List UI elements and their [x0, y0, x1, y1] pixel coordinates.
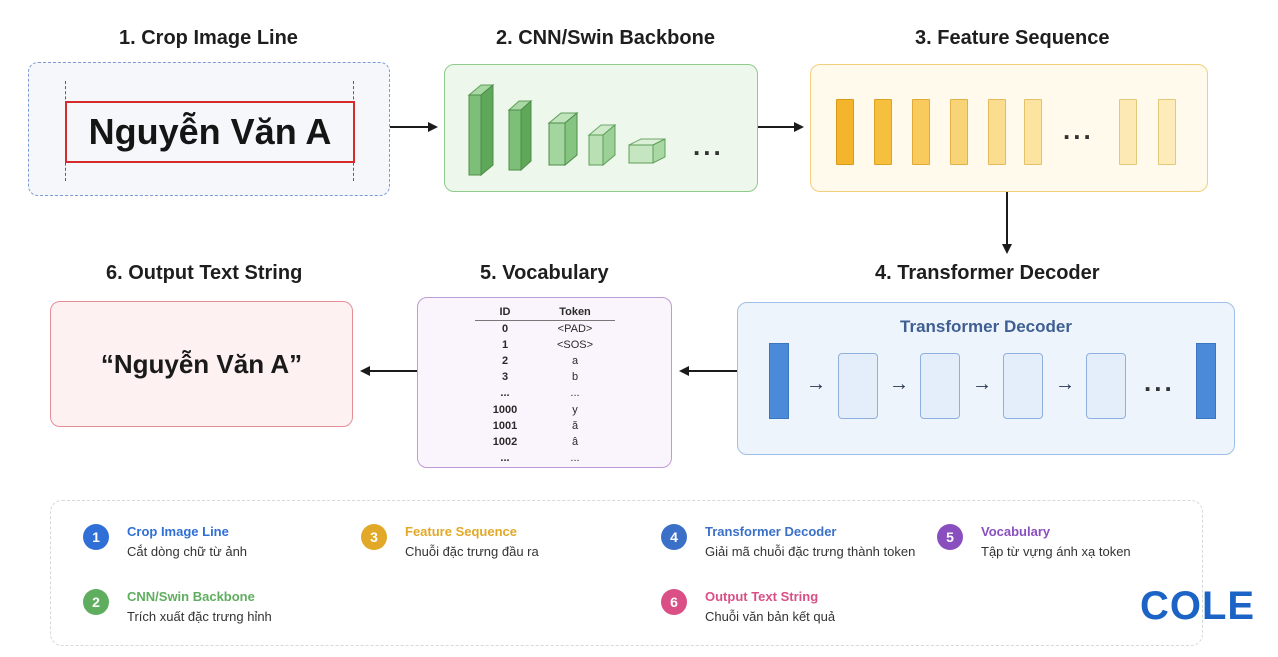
cnn-block-3: [547, 111, 579, 167]
table-row: 0 <PAD>: [475, 321, 615, 337]
stage-title-cnn: 2. CNN/Swin Backbone: [496, 27, 715, 49]
table-row: 1001 ă: [475, 418, 615, 434]
vocab-id: 3: [501, 371, 509, 384]
legend-panel: 1 Crop Image Line Cắt dòng chữ từ ảnh 2 …: [50, 500, 1203, 646]
crop-image-box: Nguyễn Văn A: [28, 62, 390, 196]
stage-title-decoder: 4. Transformer Decoder: [875, 262, 1100, 284]
legend-title: Transformer Decoder: [705, 524, 837, 539]
legend-number-badge: 1: [83, 524, 109, 550]
legend-description: Trích xuất đặc trưng hỉnh: [127, 609, 272, 624]
legend-title: Crop Image Line: [127, 524, 229, 539]
legend-description: Chuỗi văn bản kết quả: [705, 609, 836, 624]
feature-bar: [1158, 99, 1176, 165]
legend-description: Cắt dòng chữ từ ảnh: [127, 544, 248, 559]
crop-frame: [65, 101, 355, 163]
transformer-decoder-box: Transformer Decoder → → → → ...: [737, 302, 1235, 455]
decoder-ellipsis: ...: [1144, 367, 1175, 397]
legend-description: Tập từ vựng ánh xạ token: [981, 544, 1131, 559]
legend-title: Output Text String: [705, 589, 819, 604]
feature-bar: [1024, 99, 1042, 165]
vocab-id: 1002: [492, 435, 518, 448]
vocab-id: 2: [501, 354, 509, 367]
legend-title: Feature Sequence: [405, 524, 517, 539]
vocab-id: 1000: [492, 403, 518, 416]
cnn-block-1: [467, 83, 495, 177]
decoder-layer: [920, 353, 960, 419]
vocab-token: a: [571, 354, 579, 367]
output-text: “Nguyễn Văn A”: [100, 348, 303, 379]
decoder-inner-title: Transformer Decoder: [900, 317, 1072, 336]
decoder-layer: [1003, 353, 1043, 419]
cnn-block-5: [628, 138, 666, 164]
cnn-block-4: [587, 123, 617, 167]
feature-bar: [988, 99, 1006, 165]
legend-number-badge: 4: [661, 524, 687, 550]
legend-number-badge: 6: [661, 589, 687, 615]
legend-number-badge: 3: [361, 524, 387, 550]
legend-number-badge: 5: [937, 524, 963, 550]
decoder-arrow: →: [889, 373, 909, 395]
brand-logo: COLE: [1140, 584, 1256, 628]
vocab-token: b: [571, 371, 579, 384]
vocab-id: 1001: [492, 419, 518, 432]
feature-bar: [836, 99, 854, 165]
output-text-box: “Nguyễn Văn A”: [50, 301, 353, 427]
feature-bar: [874, 99, 892, 165]
feature-bar: [912, 99, 930, 165]
vocab-token: y: [572, 403, 578, 416]
stage-title-crop: 1. Crop Image Line: [119, 27, 298, 49]
table-row: 1002 â: [475, 434, 615, 450]
legend-description: Giải mã chuỗi đặc trưng thành token: [705, 544, 916, 559]
decoder-layer: [1086, 353, 1126, 419]
decoder-input-bar: [769, 343, 789, 419]
vocab-token: ...: [570, 452, 580, 465]
table-row: 1 <SOS>: [475, 337, 615, 353]
table-row: ......: [475, 450, 615, 466]
table-row: 1000 y: [475, 401, 615, 417]
vocab-token: ...: [570, 387, 580, 400]
stage-title-output: 6. Output Text String: [106, 262, 303, 284]
cnn-backbone-box: ...: [444, 64, 758, 192]
decoder-output-bar: [1196, 343, 1216, 419]
feature-ellipsis: ...: [1063, 115, 1094, 145]
legend-title: CNN/Swin Backbone: [127, 589, 255, 604]
stage-title-feature: 3. Feature Sequence: [915, 27, 1110, 49]
vocab-id: 0: [501, 322, 509, 335]
feature-bar: [1119, 99, 1137, 165]
crop-sample-text: Nguyễn Văn A: [88, 111, 332, 152]
vocab-id: ...: [500, 452, 510, 465]
vocab-header-id: ID: [475, 306, 535, 321]
legend-description: Chuỗi đặc trưng đầu ra: [405, 544, 539, 559]
vocab-header-token: Token: [535, 306, 615, 321]
cnn-ellipsis: ...: [693, 131, 724, 161]
legend-title: Vocabulary: [981, 524, 1051, 539]
legend-number-badge: 2: [83, 589, 109, 615]
vocab-token: â: [571, 435, 579, 448]
feature-bar: [950, 99, 968, 165]
feature-sequence-box: ...: [810, 64, 1208, 192]
decoder-layer: [838, 353, 878, 419]
table-row: ......: [475, 385, 615, 401]
vocab-id: 1: [501, 338, 509, 351]
vocab-id: ...: [500, 387, 510, 400]
vocab-token: ă: [571, 419, 579, 432]
vocab-token: <PAD>: [557, 322, 593, 335]
decoder-arrow: →: [806, 373, 826, 395]
decoder-arrow: →: [1055, 373, 1075, 395]
decoder-arrow: →: [972, 373, 992, 395]
vocab-token: <SOS>: [556, 338, 594, 351]
cnn-blocks-diagram: [467, 83, 666, 177]
cnn-block-2: [507, 99, 533, 172]
stage-title-vocab: 5. Vocabulary: [480, 262, 609, 284]
